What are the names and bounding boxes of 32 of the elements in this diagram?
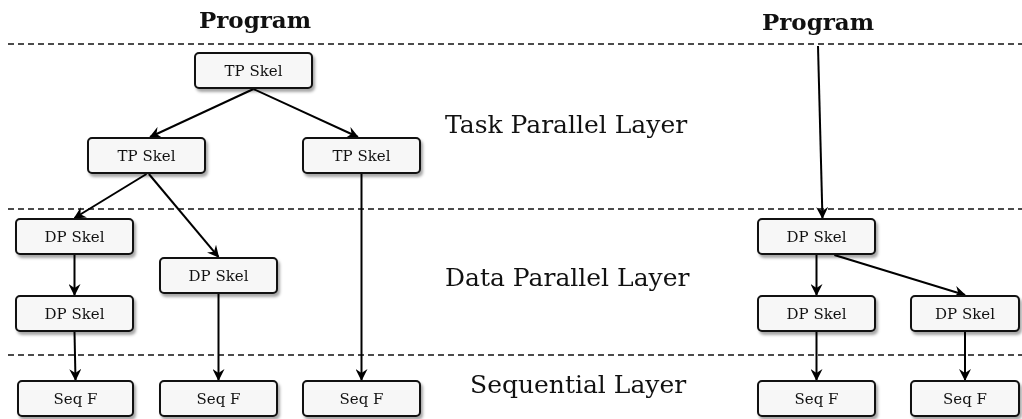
- arrow: [68, 254, 81, 296]
- skeleton-box: Seq F: [910, 380, 1020, 417]
- skeleton-box: DP Skel: [757, 218, 876, 255]
- skeleton-box: Seq F: [757, 380, 876, 417]
- layer-label: Task Parallel Layer: [445, 110, 688, 139]
- skeleton-box: DP Skel: [910, 295, 1020, 332]
- arrow: [73, 173, 148, 219]
- heading: Program: [761, 8, 875, 35]
- skeleton-box: TP Skel: [302, 137, 421, 174]
- arrow: [149, 88, 255, 138]
- skeleton-box: DP Skel: [757, 295, 876, 332]
- skeleton-box: DP Skel: [15, 295, 134, 332]
- skeleton-box: DP Skel: [15, 218, 134, 255]
- layer-label: Data Parallel Layer: [445, 263, 690, 292]
- arrow: [833, 254, 966, 298]
- skeleton-box: TP Skel: [87, 137, 206, 174]
- arrow: [810, 331, 823, 381]
- skeleton-box: DP Skel: [159, 257, 278, 294]
- arrow: [816, 45, 829, 219]
- arrow: [212, 293, 225, 381]
- arrow: [252, 88, 359, 138]
- arrow: [959, 331, 971, 381]
- heading: Program: [198, 6, 312, 33]
- layer-label: Sequential Layer: [470, 370, 687, 399]
- arrow: [810, 254, 823, 296]
- skeleton-box: TP Skel: [194, 52, 313, 89]
- arrow: [147, 173, 220, 258]
- skeleton-box: Seq F: [302, 380, 421, 417]
- arrow: [355, 173, 368, 381]
- arrow: [69, 331, 82, 381]
- skeleton-box: Seq F: [17, 380, 134, 417]
- skeleton-box: Seq F: [159, 380, 278, 417]
